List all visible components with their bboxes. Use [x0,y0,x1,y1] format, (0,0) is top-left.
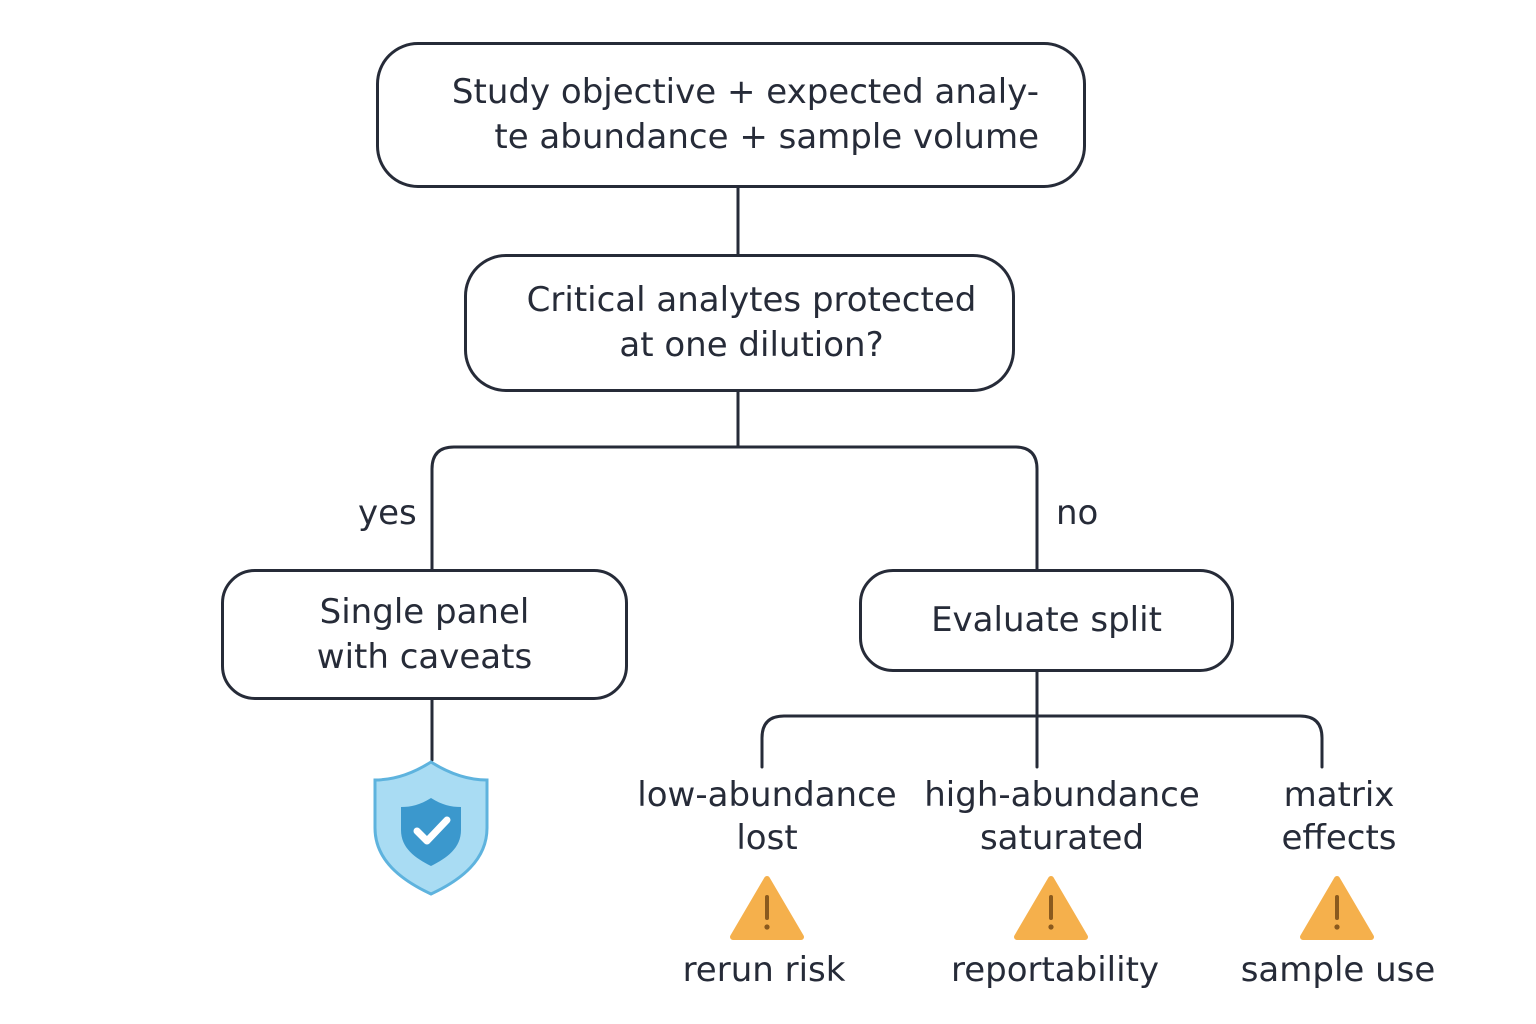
outcome-high-abundance-line-1: high-abundance [924,775,1200,815]
warning-triangle-icon [1300,876,1374,940]
outcome-low-abundance-line-1: low-abundance [637,775,897,815]
shield-check-icon [373,760,489,896]
objective-node-line-2: te abundance + sample volume [494,117,1039,157]
warning-triangle-icon [730,876,804,940]
branch-label-yes: yes [358,493,417,533]
question-node: Critical analytes protected at one dilut… [464,254,1015,392]
single-panel-node: Single panel with caveats [221,569,628,700]
outcome-matrix-effects-line-1: matrix [1283,775,1395,815]
single-panel-node-line-1: Single panel [319,591,530,632]
risk-label-reportability: reportability [950,950,1160,990]
evaluate-split-node: Evaluate split [859,569,1234,672]
risk-label-sample-use: sample use [1240,950,1436,990]
branch-label-no: no [1056,493,1099,533]
outcome-high-abundance-line-2: saturated [979,818,1145,858]
outcome-low-abundance-line-2: lost [736,818,798,858]
question-node-line-1: Critical analytes protected [526,280,977,320]
outcome-high-abundance: high-abundance saturated [924,774,1200,860]
connector-no-branch [736,445,1039,571]
connector-outcome-bar [760,714,1324,769]
objective-node: Study objective + expected analy- te abu… [376,42,1086,188]
risk-label-rerun: rerun risk [682,950,846,990]
warning-triangle-icon [1014,876,1088,940]
single-panel-node-line-2: with caveats [316,636,533,677]
question-node-line-2: at one dilution? [619,325,884,365]
objective-node-line-1: Study objective + expected analy- [451,72,1039,112]
outcome-low-abundance: low-abundance lost [637,774,896,860]
outcome-matrix-effects: matrix effects [1282,774,1397,860]
evaluate-split-node-line-1: Evaluate split [931,600,1162,640]
connector-yes-branch [430,445,740,571]
outcome-matrix-effects-line-2: effects [1281,818,1397,858]
